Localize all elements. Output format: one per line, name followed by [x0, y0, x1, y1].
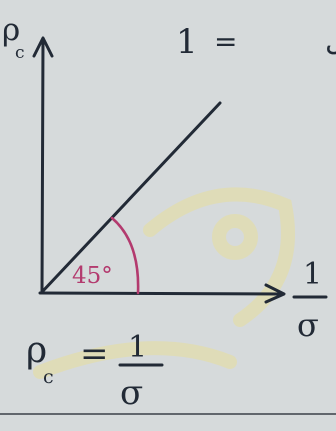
equation-equals: =: [80, 334, 109, 374]
header-note-arabic: الميل: [325, 23, 336, 57]
x-axis: [38, 291, 284, 296]
x-axis-label-denominator: σ: [297, 306, 319, 344]
slope-line: [40, 101, 222, 294]
angle-arc: [110, 216, 140, 295]
watermark-circle: [212, 214, 258, 260]
x-axis-label-numerator: 1: [303, 257, 322, 292]
header-note-value: 1: [176, 22, 198, 62]
header-note-equals: =: [214, 25, 237, 58]
equation-rhs-numerator: 1: [128, 330, 147, 365]
y-axis-label-numerator: ρ: [2, 12, 20, 48]
equation-rhs-denominator: σ: [120, 373, 143, 413]
equation-lhs-denominator: c: [43, 366, 54, 388]
x-axis-arrow: [264, 283, 286, 304]
y-axis: [40, 38, 45, 294]
equation-lhs-numerator: ρ: [26, 330, 47, 371]
watermark: [33, 187, 295, 379]
y-axis-label-denominator: c: [15, 43, 25, 63]
watermark-stroke: [143, 187, 295, 327]
angle-label: 45°: [72, 263, 113, 289]
y-axis-arrow: [32, 36, 54, 58]
watermark-underline: [33, 341, 237, 379]
